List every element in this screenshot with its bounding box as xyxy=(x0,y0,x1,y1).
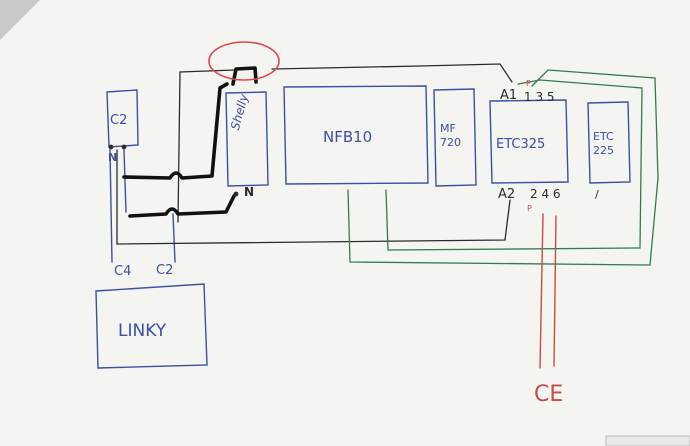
linky-feed-line xyxy=(123,149,127,213)
terminal-a1-label: A1 xyxy=(500,88,518,103)
linky-label: LINKY xyxy=(118,321,167,341)
nfb10-box xyxy=(283,85,429,185)
etc225-box xyxy=(587,101,631,184)
marker-wire-lower xyxy=(128,194,236,218)
nfb10-label: NFB10 xyxy=(323,128,373,146)
linky-meter-box xyxy=(95,283,208,369)
bottom-return-wire xyxy=(116,199,511,245)
c2-terminal-dot-left xyxy=(108,144,114,150)
mf720-label: MF 720 xyxy=(440,122,461,150)
ce-label: CE xyxy=(534,382,564,407)
highlight-circle xyxy=(208,41,280,81)
c2-terminal-dot-right xyxy=(121,144,127,150)
terminal-bottom-p: P xyxy=(527,204,532,213)
terminal-bottom-numbers: 2 4 6 xyxy=(530,187,561,201)
marker-bridge-hook xyxy=(231,66,258,86)
c4-wire xyxy=(109,149,113,263)
c2-wire xyxy=(172,213,176,263)
terminal-a2-label: A2 xyxy=(498,187,516,202)
etc325-label: ETC325 xyxy=(496,137,546,152)
c2-breaker-box xyxy=(106,89,139,148)
terminal-top-numbers: 1 3 5 xyxy=(524,90,555,104)
bottom-right-object xyxy=(605,435,690,446)
top-bus-wire xyxy=(271,63,513,83)
c2-neutral-label: N xyxy=(108,151,118,164)
green-wire-inner xyxy=(385,79,643,251)
etc225-mark: / xyxy=(595,188,599,201)
mf720-box xyxy=(433,88,477,187)
terminal-top-p: P xyxy=(526,79,531,88)
etc325-box xyxy=(489,99,569,184)
shelly-module-box xyxy=(225,91,269,187)
c2-wire-label: C2 xyxy=(156,263,174,278)
green-wire-outer xyxy=(347,69,659,266)
c4-wire-label: C4 xyxy=(114,264,132,279)
c2-box-label: C2 xyxy=(110,113,128,128)
shelly-terminal-dot xyxy=(233,191,239,197)
etc225-label: ETC 225 xyxy=(593,130,614,158)
ce-wire-right xyxy=(553,215,557,367)
ce-wire-left xyxy=(539,213,544,369)
paper-shadow-corner xyxy=(0,0,40,40)
shelly-neutral-label: N xyxy=(244,185,255,199)
marker-wire-upper xyxy=(122,82,229,180)
